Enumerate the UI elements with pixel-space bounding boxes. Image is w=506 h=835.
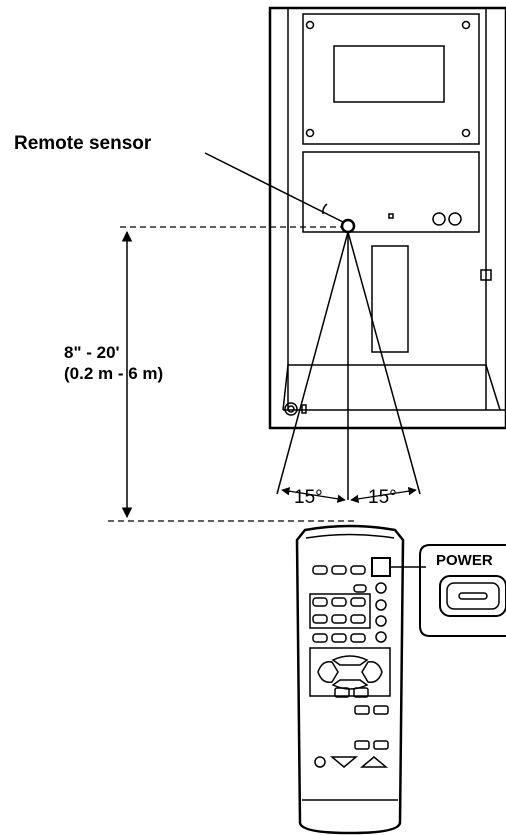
right-angle-label: 15° bbox=[368, 487, 397, 508]
navigation-cluster bbox=[309, 647, 391, 697]
sensor-lines bbox=[108, 152, 421, 522]
left-angle-label: 15° bbox=[294, 487, 323, 508]
headphone-jack bbox=[284, 402, 298, 416]
stereo-unit bbox=[268, 6, 506, 430]
nav-left-button bbox=[317, 660, 339, 684]
remote-power-button bbox=[371, 557, 391, 577]
sensor-leader-line bbox=[204, 152, 344, 223]
power-callout bbox=[419, 544, 506, 637]
nav-up-button bbox=[331, 655, 369, 666]
cd-slot bbox=[371, 245, 409, 353]
distance-imperial: 8" - 20' bbox=[64, 343, 120, 362]
nav-right-button bbox=[361, 660, 383, 684]
volume-up-button bbox=[359, 756, 389, 768]
display-window bbox=[333, 45, 445, 103]
power-label: POWER bbox=[436, 552, 493, 569]
right-angle-line bbox=[347, 231, 421, 495]
left-angle-line bbox=[276, 231, 349, 495]
top-panel bbox=[302, 13, 480, 145]
distance-metric: (0.2 m - 6 m) bbox=[64, 364, 164, 383]
distance-label: 8" - 20' (0.2 m - 6 m) bbox=[64, 342, 163, 384]
power-button-enlarged bbox=[439, 575, 506, 617]
volume-down-button bbox=[329, 756, 359, 768]
middle-panel bbox=[302, 151, 480, 233]
right-angle-arrow bbox=[350, 486, 417, 504]
remote-sensor-label: Remote sensor bbox=[14, 133, 152, 154]
left-angle-arrow bbox=[281, 487, 346, 503]
remote-sensor-icon bbox=[340, 218, 356, 234]
remote-control bbox=[295, 524, 426, 835]
